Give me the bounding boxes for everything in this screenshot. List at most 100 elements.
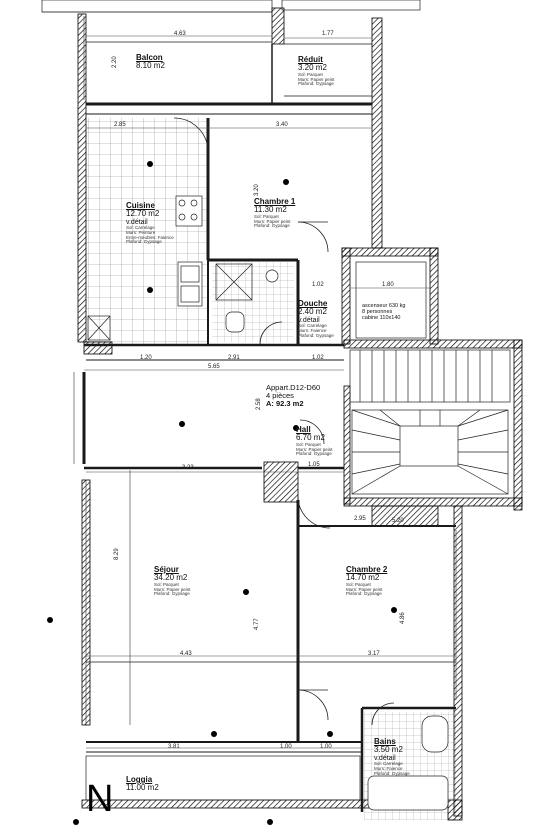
room-area: 11.00 m2 [126,783,159,793]
room-sejour: Séjour 34.20 m2 Sol: Parquet Murs: Papie… [154,565,191,597]
room-area: 11.30 m2 [254,205,287,215]
dimension-label: 4.43 [180,651,192,657]
finish-line: Plafond: Gypsage [254,223,290,229]
room-detail: v.détail [374,754,396,762]
kitchen-fixtures [87,195,203,341]
finish-line: Murs: Papier peint [154,586,191,592]
dimension-label: 1.77 [322,31,334,37]
dimension-label: 3.20 [254,184,260,196]
dimension-label: 2.91 [228,355,240,361]
finish-line: Plafond: Gypsage [298,81,334,87]
dimension-label: 5.20 [392,518,404,524]
finish-line: Murs: Papier peint [254,218,291,224]
kitchen-tiles [84,118,208,345]
room-area: 14.70 m2 [346,573,380,583]
shower-fixtures [215,263,279,333]
interior-walls [82,41,456,812]
finish-line: Plafond: Gypsage [298,332,334,338]
finish-line: Plafond: Gypsage [126,239,162,245]
room-area: 8.10 m2 [136,61,165,71]
finish-line: Sol: Parquet [296,441,321,447]
doors [173,117,395,726]
room-area: 6.70 m2 [296,433,325,443]
bath-fixtures [367,715,449,811]
room-name: Douche [298,299,328,308]
room-name: Chambre 2 [346,565,388,574]
dimension-label: 2.58 [256,398,262,410]
elevator-persons: 8 personnes [362,308,393,315]
apartment-rooms: 4 pièces [266,390,294,400]
apartment-tag: Appart.D12-D60 4 pièces A: 92.3 m2 [266,384,320,408]
room-balcon: Balcon 8.10 m2 [136,53,165,71]
dimension-label: 3.23 [182,465,194,471]
room-area: 3.50 m2 [374,745,403,755]
elevator-shaft [355,261,427,339]
dimension-label: 1.05 [308,462,320,468]
elevator-capacity: ascenseur 630 kg [362,303,406,309]
finish-line: Sol: Parquet [254,213,279,219]
finish-line: Murs: Peinture [126,229,156,235]
finish-line: Plafond: Gypsage [296,451,332,457]
room-bains: Bains 3.50 m2 v.détail Sol: Carrelage Mu… [374,737,410,776]
elevator-cabin: cabine 110x140 [362,314,401,321]
finish-line: Murs: Papier peint [298,76,335,82]
room-area: 3.20 m2 [298,63,327,73]
apartment-id: Appart.D12-D60 [266,383,321,392]
room-loggia: Loggia 11.00 m2 [126,775,159,793]
room-douche: Douche 2.40 m2 v.détail Sol: Carrelage M… [298,299,334,338]
finish-line: Sol: Carrelage [298,323,327,329]
room-name: Séjour [154,565,179,574]
dimension-label: 2.20 [112,56,118,68]
dimension-lines [84,35,456,749]
dimension-label: 1.02 [312,282,324,288]
room-cuisine: Cuisine 12.70 m2 v.détail Sol: Carrelage… [126,201,174,245]
dimension-label: 5.65 [208,364,220,370]
room-reduit: Réduit 3.20 m2 Sol: Parquet Murs: Papier… [298,55,335,87]
finish-line: Sol: Carrelage [374,761,403,767]
finish-line: Murs: Papier peint [296,446,333,452]
dimension-label: 3.17 [368,651,380,657]
room-markers [47,161,397,825]
room-name: Chambre 1 [254,197,296,206]
finish-line: Sol: Parquet [346,581,371,587]
north-arrow-label: N [86,778,114,820]
room-area: 2.40 m2 [298,307,327,317]
room-area: 34.20 m2 [154,573,188,583]
dimension-label: 4.77 [254,618,260,630]
elevator-label: ascenseur 630 kg 8 personnes cabine 110x… [362,303,406,321]
dimension-label: 4.86 [400,612,406,624]
room-name: Hall [296,425,311,434]
finish-line: Murs: Faience [374,765,403,771]
dimension-label: 1.02 [312,355,324,361]
dimension-label: 2.95 [354,516,366,522]
shower-tiles [212,262,294,342]
finish-line: Entre-meubles: Faience [126,234,174,240]
dimension-label: 3.81 [168,744,180,750]
room-detail: v.détail [126,218,148,226]
finish-line: Plafond: Gypsage [346,591,382,597]
stairs [349,349,511,495]
room-name: Balcon [136,53,163,62]
room-chambre-2: Chambre 2 14.70 m2 Sol: Parquet Murs: Pa… [346,565,388,597]
finish-line: Plafond: Gypsage [154,591,190,597]
room-name: Cuisine [126,201,155,210]
finish-line: Murs: Faience [298,327,327,333]
finish-line: Sol: Parquet [154,581,179,587]
finish-line: Sol: Carrelage [126,225,155,231]
apartment-area: A: 92.3 m2 [266,398,304,408]
dimension-label: 2.85 [114,122,126,128]
room-name: Bains [374,737,396,746]
room-area: 12.70 m2 [126,209,160,219]
dimension-label: 3.40 [276,122,288,128]
dimension-label: 1.20 [140,355,152,361]
dimension-label: 1.00 [320,744,332,750]
room-hall: Hall 6.70 m2 Sol: Parquet Murs: Papier p… [296,425,333,457]
room-chambre-1: Chambre 1 11.30 m2 Sol: Parquet Murs: Pa… [254,197,296,229]
finish-line: Sol: Parquet [298,71,323,77]
room-name: Loggia [126,775,153,784]
room-name: Réduit [298,55,323,64]
room-detail: v.détail [298,316,320,324]
top-context [41,0,421,13]
window-lines [73,16,457,725]
